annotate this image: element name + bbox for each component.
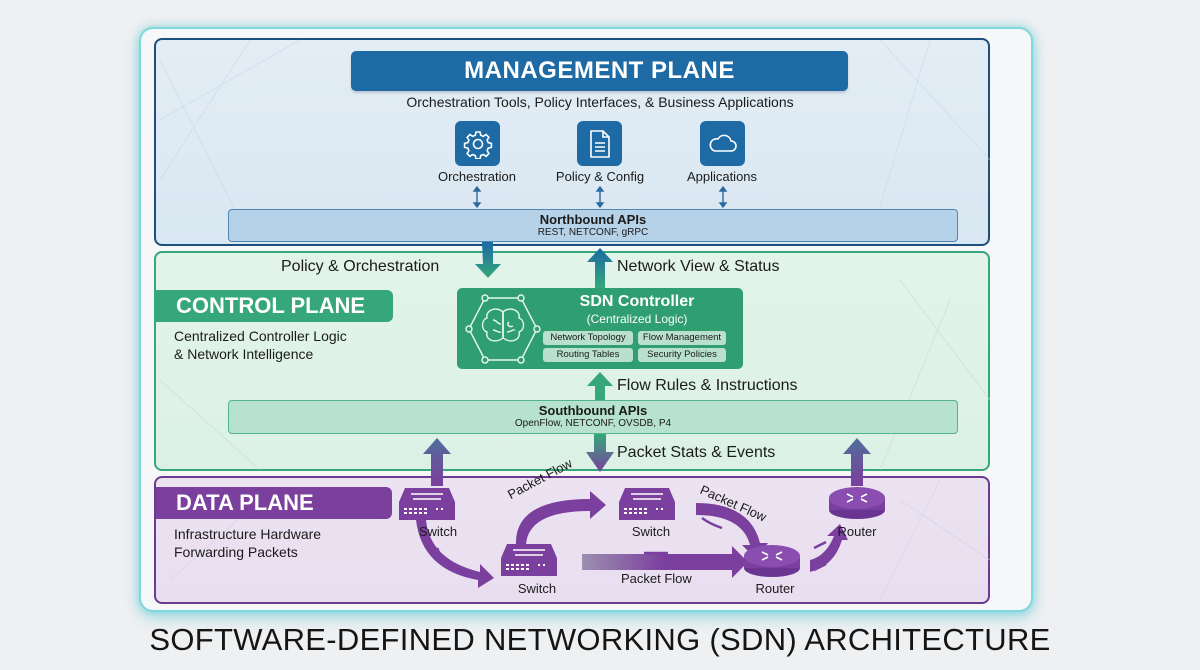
orchestration-tile	[455, 121, 500, 166]
packet-flow-label-3: Packet Flow	[621, 571, 692, 586]
flow-label-network-view-status: Network View & Status	[617, 258, 780, 275]
northbound-api-title: Northbound APIs	[539, 212, 647, 227]
device-label-router-2: Router	[837, 524, 877, 539]
data-plane-title: DATA PLANE	[156, 487, 392, 519]
flow-label-packet-stats: Packet Stats & Events	[617, 444, 776, 461]
southbound-api-protocols: OpenFlow, NETCONF, OVSDB, P4	[514, 418, 672, 429]
device-label-switch-2: Switch	[517, 581, 557, 596]
function-flow-management: Flow Management	[638, 331, 726, 345]
northbound-api-bar: Northbound APIs REST, NETCONF, gRPC	[228, 209, 958, 242]
tool-label-orchestration: Orchestration	[437, 169, 517, 184]
management-plane-title: MANAGEMENT PLANE	[351, 51, 848, 91]
sdn-controller-box: SDN Controller (Centralized Logic) Netwo…	[457, 288, 743, 369]
device-label-router-1: Router	[755, 581, 795, 596]
data-plane-description: Infrastructure Hardware Forwarding Packe…	[174, 525, 321, 561]
control-plane-description: Centralized Controller Logic & Network I…	[174, 327, 347, 363]
tool-label-policy-config: Policy & Config	[555, 169, 645, 184]
cloud-icon	[709, 134, 737, 152]
northbound-api-protocols: REST, NETCONF, gRPC	[537, 227, 649, 238]
policy-config-tile	[577, 121, 622, 166]
diagram-title: SOFTWARE-DEFINED NETWORKING (SDN) ARCHIT…	[149, 622, 1051, 657]
applications-tile	[700, 121, 745, 166]
gear-icon	[463, 130, 492, 159]
sdn-controller-subtitle: (Centralized Logic)	[586, 312, 688, 326]
data-plane-desc-line1: Infrastructure Hardware	[174, 526, 322, 542]
flow-label-flow-rules: Flow Rules & Instructions	[617, 377, 798, 394]
device-label-switch-3: Switch	[631, 524, 671, 539]
function-security-policies: Security Policies	[638, 348, 726, 362]
tool-label-applications: Applications	[686, 169, 758, 184]
brain-network-icon	[465, 294, 541, 364]
sdn-controller-title: SDN Controller	[579, 293, 695, 310]
control-plane-title: CONTROL PLANE	[156, 290, 393, 322]
data-plane-desc-line2: Forwarding Packets	[174, 544, 298, 560]
control-plane-desc-line2: & Network Intelligence	[174, 346, 314, 362]
function-routing-tables: Routing Tables	[543, 348, 633, 362]
function-network-topology: Network Topology	[543, 331, 633, 345]
southbound-api-title: Southbound APIs	[538, 403, 648, 418]
flow-label-policy-orchestration: Policy & Orchestration	[281, 258, 440, 275]
management-plane-subtitle: Orchestration Tools, Policy Interfaces, …	[406, 94, 794, 110]
device-label-switch-1: Switch	[418, 524, 458, 539]
document-icon	[589, 129, 610, 158]
control-plane-desc-line1: Centralized Controller Logic	[174, 328, 347, 344]
southbound-api-bar: Southbound APIs OpenFlow, NETCONF, OVSDB…	[228, 400, 958, 434]
